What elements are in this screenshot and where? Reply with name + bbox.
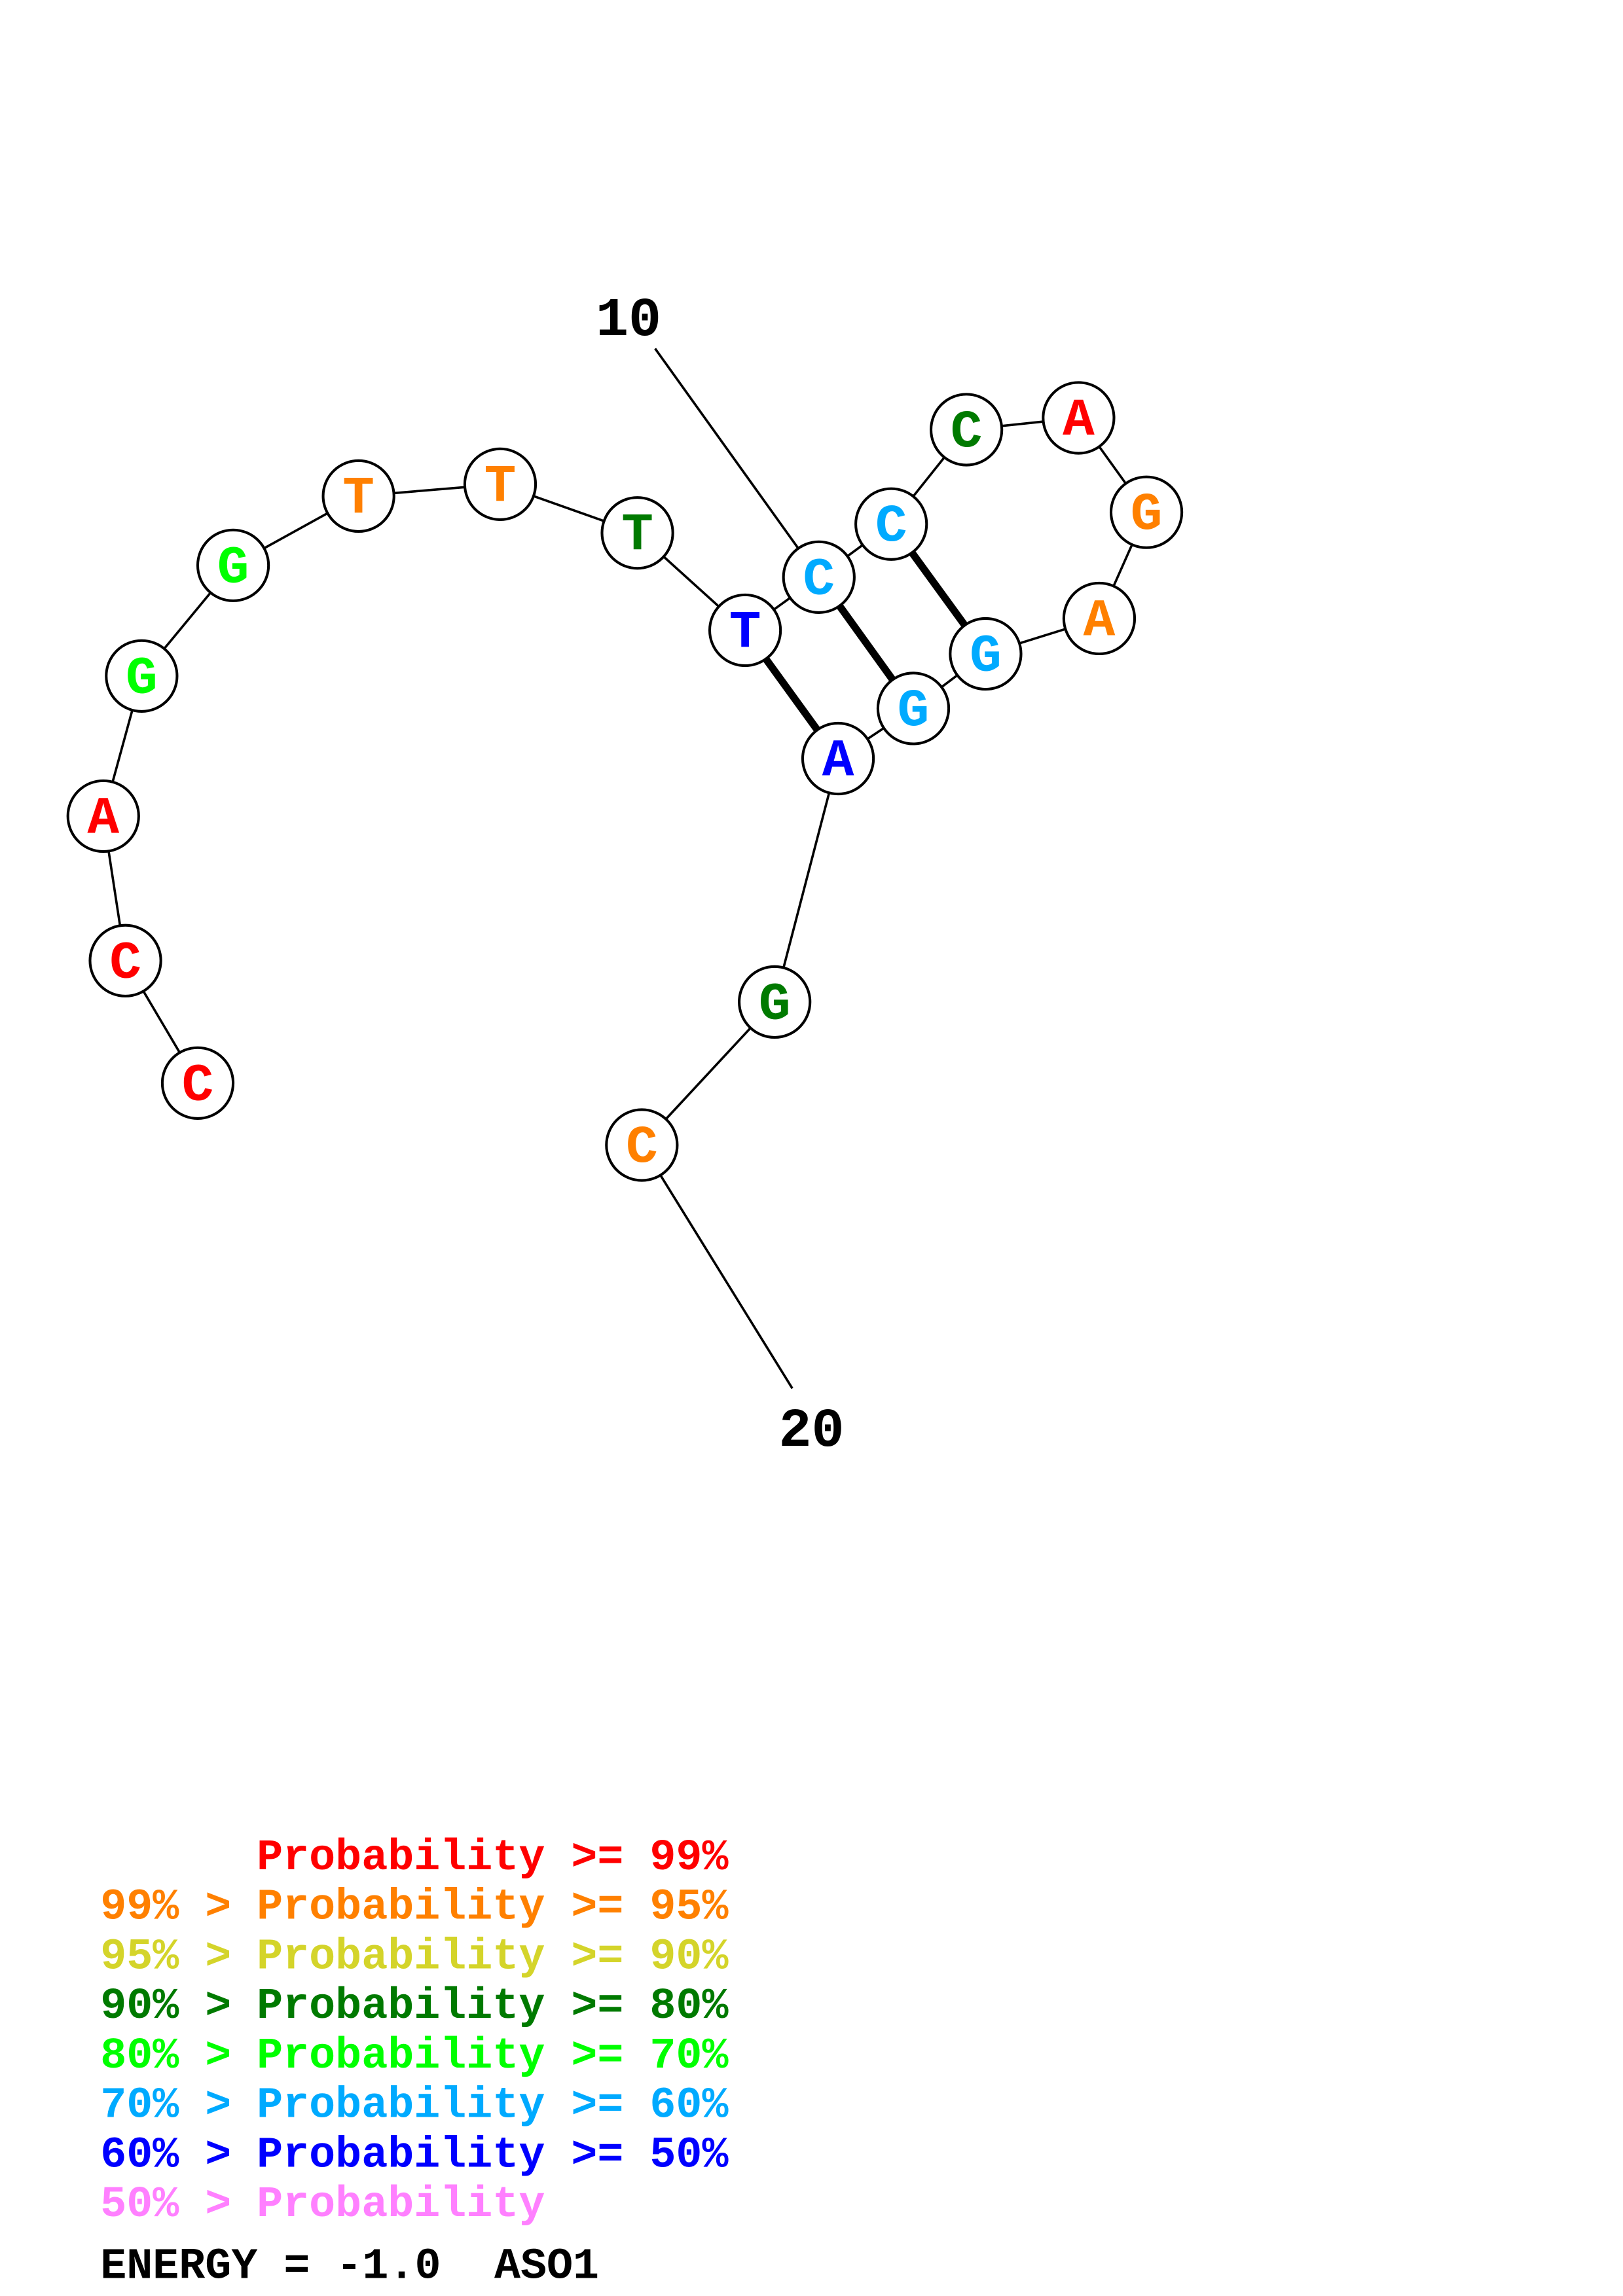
nucleotide-letter: C [182,1056,214,1116]
nucleotide-letter: A [1063,391,1095,451]
nucleotide-letter: T [342,469,374,529]
legend-label: Probability >= 95% [257,1883,729,1933]
legend-label: Probability >= 50% [257,2130,729,2180]
nucleotide-letter: A [1084,591,1116,651]
nucleotide-19: G [738,965,812,1039]
nucleotide-5: G [196,528,270,602]
legend-entry: 99% > Probability >= 95% [100,1883,729,1933]
energy-label: ENERGY = -1.0 [100,2242,441,2291]
nucleotide-letter: C [951,403,983,463]
legend-prefix: 95% > [100,1932,231,1982]
nucleotide-8: T [600,496,674,570]
nucleotide-16: G [949,617,1023,691]
legend-label: Probability >= 90% [257,1932,729,1982]
base-pair-bonds [742,522,989,761]
legend-entry: Probability >= 99% [257,1833,729,1883]
legend-entry: 90% > Probability >= 80% [100,1982,729,2032]
nucleotide-17: G [876,672,951,745]
nucleotide-letter: T [621,506,653,566]
legend-prefix: 80% > [100,2032,231,2081]
backbone-segment [773,758,839,1003]
nucleotide-circle [600,496,674,570]
nucleotide-circle [1042,381,1116,455]
legend-label: Probability >= 99% [257,1833,729,1883]
nucleotide-circle [708,593,782,668]
nucleotide-letter: T [729,603,761,663]
legend-prefix: 99% > [100,1883,231,1933]
legend-label: Probability >= 70% [257,2032,729,2081]
nucleotide-circle [1109,475,1184,549]
structure-name: ASO1 [494,2242,599,2291]
nucleotide-letter: G [970,627,1002,687]
nucleotide-circle [1062,581,1137,656]
legend-entry: 70% > Probability >= 60% [100,2081,729,2131]
nucleotide-letter: G [898,681,930,742]
nucleotide-letter: C [803,550,835,610]
legend-entry: 95% > Probability >= 90% [100,1932,729,1982]
legend-prefix: 60% > [100,2130,231,2180]
nucleotide-14: G [1109,475,1184,549]
legend-entry: 80% > Probability >= 70% [100,2032,729,2081]
nucleotide-circle [196,528,270,602]
nucleotide-13: A [1042,381,1116,455]
position-label: 20 [778,1401,844,1463]
nucleotide-1: C [160,1046,235,1120]
legend-prefix: 90% > [100,1982,231,2032]
nucleotide-letter: G [759,975,791,1035]
nucleotide-20: C [605,1108,679,1182]
nucleotide-circle [88,924,162,997]
nucleotide-2: C [88,924,162,997]
nucleotide-4: G [105,639,179,713]
nucleotide-18: A [801,721,875,796]
nucleotide-letter: G [126,649,158,709]
nucleotide-circle [321,459,395,533]
nucleotide-12: C [930,393,1004,467]
nucleotide-11: C [854,487,928,561]
nucleotide-6: T [321,459,395,533]
nucleotide-circle [66,779,140,853]
nucleotide-letter: C [109,933,141,994]
nucleotide-circle [876,672,951,745]
nucleotide-circle [949,617,1023,691]
nucleotide-letter: G [217,538,249,598]
nucleotide-circle [782,540,856,614]
nucleotide-circle [605,1108,679,1182]
nucleotide-letter: T [484,457,517,517]
nucleotide-circle [930,393,1004,467]
legend-label: Probability >= 80% [257,1982,729,2032]
nucleotide-circle [801,721,875,796]
nucleotide-7: T [463,447,538,521]
probability-legend: Probability >= 99% 99% > Probability >= 95… [100,1833,729,2230]
nucleotide-circle [854,487,928,561]
nucleotide-letter: A [822,732,854,792]
nucleotide-circle [160,1046,235,1120]
nucleotide-circle [738,965,812,1039]
nucleotide-3: A [66,779,140,853]
nucleotide-circle [463,447,538,521]
nucleotide-letter: G [1131,485,1163,545]
legend-label: Probability >= 60% [257,2081,729,2131]
legend-prefix: 50% > [100,2180,231,2230]
position-label-line [654,348,820,578]
position-labels: 10 20 [596,291,845,1463]
legend-entry: 60% > Probability >= 50% [100,2130,729,2180]
nucleotide-circle [105,639,179,713]
legend-label: Probability [257,2180,545,2230]
nucleotide-letter: C [875,497,907,557]
nucleotide-9: T [708,593,782,668]
nucleotide-letter: C [626,1118,658,1178]
position-label-line [640,1144,793,1390]
legend-prefix: 70% > [100,2081,231,2131]
nucleotide-15: A [1062,581,1137,656]
nucleotide-letter: A [87,789,119,849]
position-label: 10 [596,291,661,352]
legend-entry: 50% > Probability [100,2180,545,2230]
nucleotide-10: C [782,540,856,614]
